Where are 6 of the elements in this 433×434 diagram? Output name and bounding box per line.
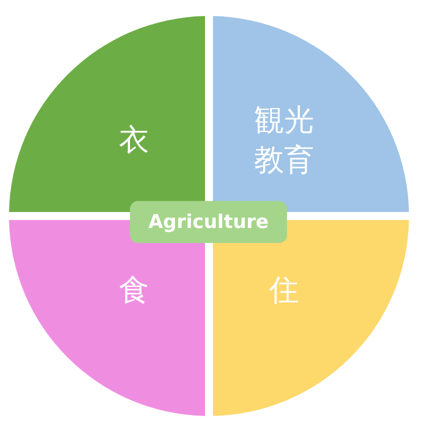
segment-label: 住 xyxy=(268,272,300,310)
segment-label: 食 xyxy=(118,272,150,310)
segment-label: 衣 xyxy=(118,122,150,160)
center-label-tag xyxy=(130,201,287,243)
center-label: Agriculture xyxy=(148,211,269,233)
segment-label: 観光教育 xyxy=(253,102,315,180)
